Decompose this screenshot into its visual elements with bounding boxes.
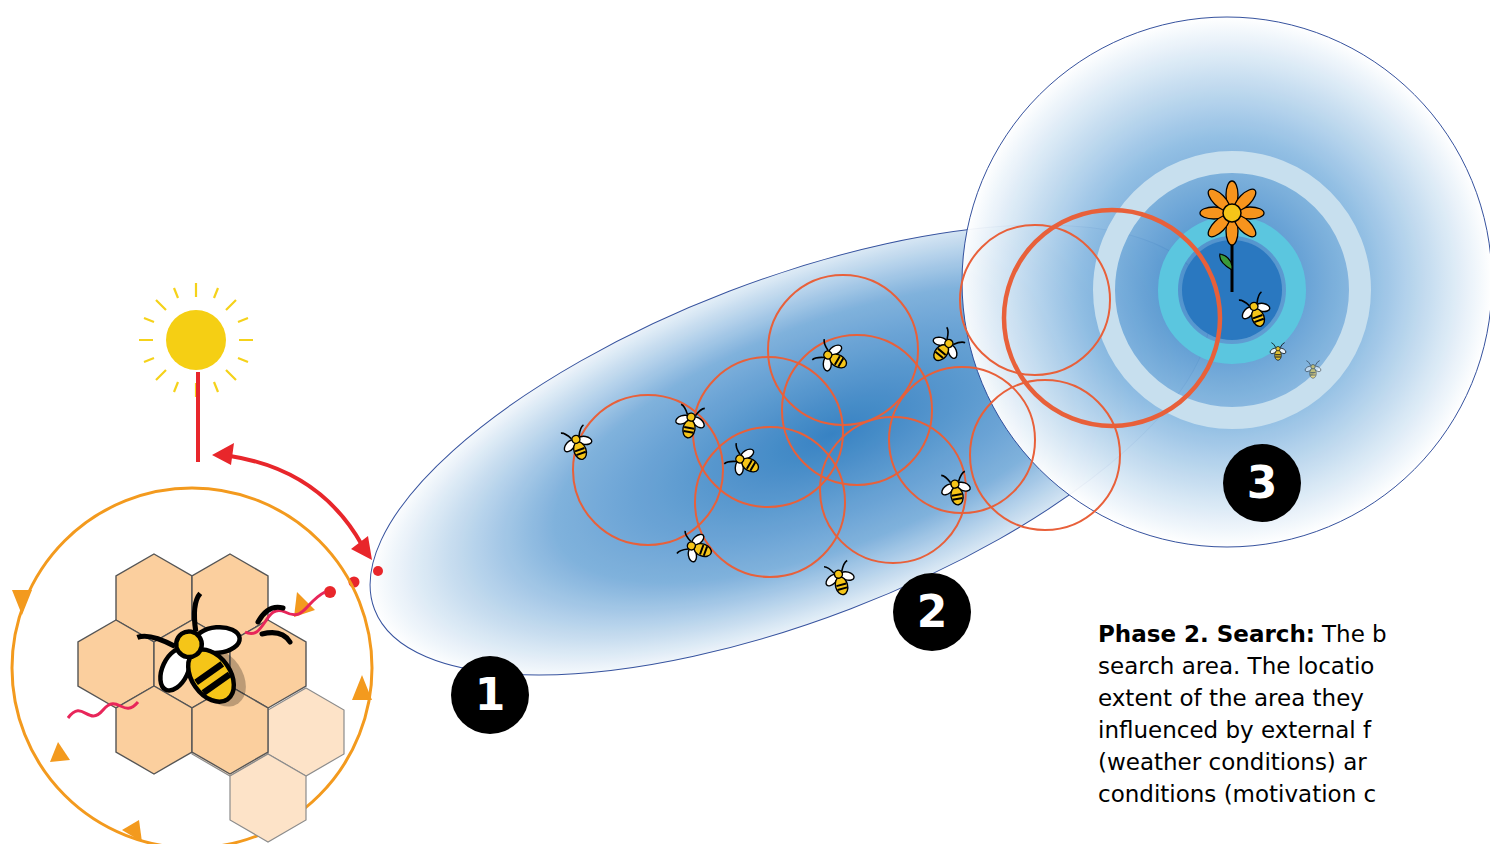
target-area [962, 17, 1490, 547]
callout-number: 3 [1223, 444, 1301, 522]
flower [1200, 181, 1264, 292]
forager-bees [557, 291, 1322, 599]
callout-number-text: 1 [475, 673, 506, 717]
callout-number-text: 2 [917, 590, 948, 634]
caption-text: (weather conditions) ar [1098, 746, 1367, 778]
caption-text: extent of the area they [1098, 682, 1364, 714]
caption-text: conditions (motivation c [1098, 778, 1376, 810]
sun-azimuth-line [196, 372, 200, 462]
caption-text: Phase 2. Search: [1098, 618, 1315, 650]
callout-number: 2 [893, 573, 971, 651]
caption-text: influenced by external f [1098, 714, 1371, 746]
search-circle [1004, 210, 1220, 426]
callout-number-text: 3 [1247, 461, 1278, 505]
angle-arrowheads [212, 443, 372, 560]
caption-text: The b [1322, 618, 1387, 650]
scent-ring [1104, 162, 1360, 418]
angle-arrow [230, 456, 362, 545]
search-circles [573, 225, 1120, 577]
callout-number: 1 [451, 656, 529, 734]
hive [12, 488, 372, 844]
caption-text: search area. The locatio [1098, 650, 1374, 682]
direction-dots [324, 566, 383, 598]
